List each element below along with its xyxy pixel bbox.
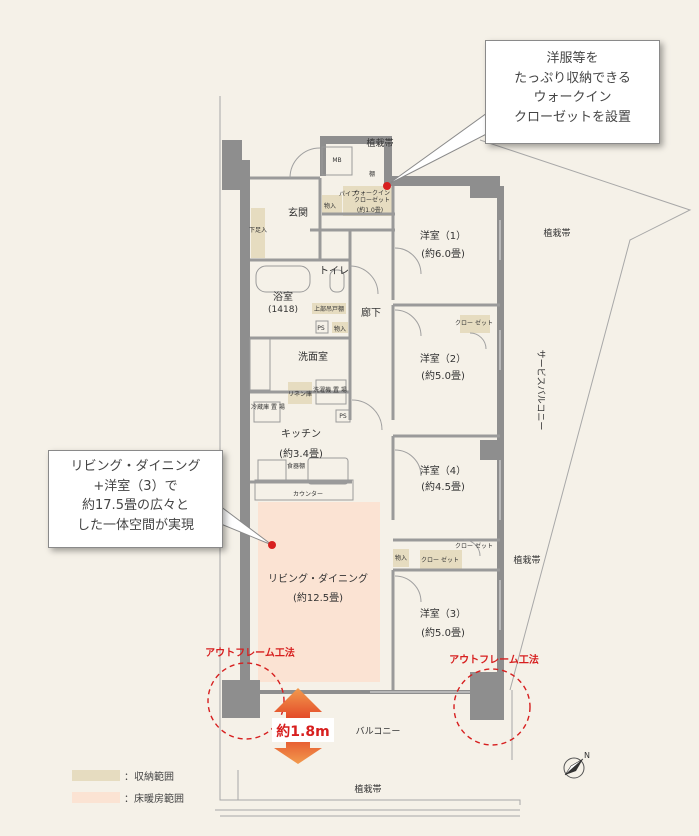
outframe-circle-right [453,668,531,746]
walls [222,136,504,720]
storage-label-3: 物入 [395,554,407,562]
callout-line: ウォークイン [533,90,612,105]
ps-label-2: PS [339,413,347,420]
outframe-circle-left [207,662,285,740]
western3-size: (約5.0畳) [421,626,465,639]
planting-right2: 植栽帯 [513,554,540,566]
callout-line: たっぷり収納できる [514,70,631,86]
callout-line: リビング・ダイニング [70,459,201,474]
storage-label-2: 物入 [334,325,346,333]
legend-storage-label: ：収納範囲 [124,772,174,783]
callout-line: 洋服等を [546,51,599,66]
doors [289,147,487,603]
callout-line: 約17.5畳の広々と [82,498,189,513]
service-balcony-label: サービスバルコニー [535,350,546,431]
planting-right: 植栽帯 [543,227,570,239]
callout-line: した一体空間が実現 [76,517,194,533]
fixtures [249,146,354,501]
pipe-label: パイプ [339,191,357,198]
callout-line: クローゼットを設置 [513,109,631,125]
interior-walls [250,176,500,690]
legend-floor-heating: ：床暖房範囲 [72,790,184,805]
fridge-label: 冷蔵庫 置 場 [251,403,285,411]
washer-label: 洗濯機 置 場 [313,386,347,394]
legend-storage-swatch [72,770,120,781]
shoe-label: 下足入 [249,227,267,234]
living-callout: リビング・ダイニング +洋室（3）で 約17.5畳の広々と した一体空間が実現 [48,450,223,548]
ps-label-1: PS [317,325,325,332]
western2-name: 洋室（2） [420,352,466,365]
shelf-label: 棚 [369,170,375,178]
kitchen-size: (約3.4畳) [279,447,323,460]
western1-name: 洋室（1） [420,229,466,242]
walk-in-closet-marker [383,182,391,190]
counter-label: カウンター [293,490,323,498]
upper-storage-label: 上部吊戸棚 [314,305,344,313]
site-boundary [215,96,692,817]
compass-icon: N [563,751,590,779]
planting-bottom: 植栽帯 [354,783,381,795]
closet-label-1: クロー ゼット [455,319,493,327]
svg-text:N: N [584,751,590,760]
callout-line: +洋室（3）で [93,478,178,494]
bath-size: (1418) [268,305,298,315]
dimension-label-bg [272,718,334,742]
balcony-label: バルコニー [356,726,401,737]
food-label: 食器棚 [287,462,305,470]
western1-size: (約6.0畳) [421,247,465,260]
entrance-name: 玄関 [288,206,308,219]
outframe-label-left: アウトフレーム工法 [205,646,295,659]
legend-storage: ：収納範囲 [72,768,174,783]
western2-size: (約5.0畳) [421,369,465,382]
mb-label: MB [332,157,341,164]
floor-heating-area [258,502,380,682]
linen-label: リネン庫 [288,390,312,398]
corridor-name: 廊下 [361,306,381,319]
storage-areas [251,186,490,570]
western4-size: (約4.5畳) [421,480,465,493]
windows [370,220,501,693]
dimension-label: 約1.8m [276,723,329,740]
outframe-label-right: アウトフレーム工法 [449,653,539,666]
legend-floor-heating-label: ：床暖房範囲 [124,794,184,805]
room-labels: 洋室（1） (約6.0畳) 洋室（2） (約5.0畳) 洋室（4） (約4.5畳… [268,206,466,639]
western4-name: 洋室（4） [420,464,466,477]
toilet-name: トイレ [319,266,349,277]
western3-name: 洋室（3） [420,607,466,620]
misc-labels: 植栽帯 植栽帯 植栽帯 植栽帯 バルコニー カウンター MB 物入 物入 物入 … [249,137,571,795]
legend-floor-heating-swatch [72,792,120,803]
planting-top: 植栽帯 [366,137,393,149]
living-name: リビング・ダイニング [268,572,368,585]
walkin-label-2: クローゼット [354,196,390,204]
closet-label-2: クロー ゼット [421,556,459,564]
washroom-name: 洗面室 [298,350,328,363]
walk-in-closet-callout: 洋服等を たっぷり収納できる ウォークイン クローゼットを設置 [485,40,660,144]
bath-name: 浴室 [273,290,293,303]
living-size: (約12.5畳) [293,591,343,604]
walkin-area: (約1.0畳) [357,206,383,214]
walkin-label-1: ウォークイン [354,189,390,197]
kitchen-name: キッチン [281,428,321,440]
living-marker [268,541,276,549]
storage-label-1: 物入 [324,202,336,210]
closet-label-3: クロー ゼット [455,542,493,550]
